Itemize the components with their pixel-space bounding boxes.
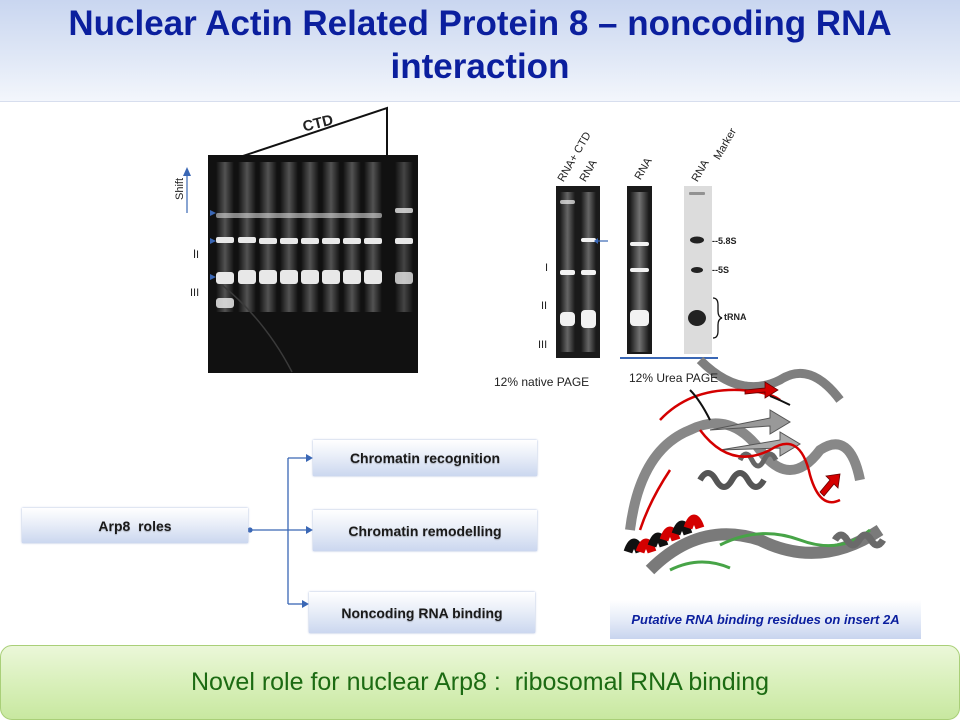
gel2-band-label-3: III	[538, 339, 548, 351]
gel1-image	[183, 106, 418, 373]
diagram-child-box-1: Chromatin recognition	[313, 440, 537, 476]
connector-dot	[247, 527, 253, 533]
marker-label-5s: --5S	[712, 265, 730, 275]
diagram-child-label-3: Noncoding RNA binding	[341, 604, 503, 621]
gel1-band-label-3: III	[190, 287, 200, 299]
diagram-child-label-2: Chromatin remodelling	[348, 522, 502, 539]
diagram-root-label: Arp8 roles	[98, 517, 172, 534]
gel2-band-label-2: II	[541, 300, 548, 312]
figure-canvas	[183, 106, 887, 608]
gel1-bands	[216, 208, 413, 308]
arrowhead-icon	[306, 526, 313, 534]
urea-page-caption: 12% Urea PAGE	[629, 371, 719, 385]
structure-caption: Putative RNA binding residues on insert …	[610, 600, 921, 639]
gel2-band-label-1: I	[545, 262, 549, 274]
diagram-child-box-2: Chromatin remodelling	[313, 510, 537, 551]
gel1-band-label-1: I	[193, 248, 197, 260]
protein-structure-image	[623, 356, 887, 575]
gel2-native-image	[556, 186, 608, 358]
diagram-connectors	[248, 457, 308, 605]
arrowhead-icon	[306, 454, 313, 462]
title-band: Nuclear Actin Related Protein 8 – noncod…	[0, 0, 960, 102]
diagram-child-label-1: Chromatin recognition	[349, 450, 501, 466]
shift-label: Shift	[174, 177, 186, 200]
marker-label-5-8s: --5.8S	[712, 236, 737, 246]
arrowhead-icon	[302, 600, 309, 608]
conclusion-band: Novel role for nuclear Arp8 : ribosomal …	[0, 645, 960, 720]
native-page-caption: 12% native PAGE	[494, 375, 590, 389]
structure-caption-text: Putative RNA binding residues on insert …	[631, 611, 900, 627]
conclusion-text: Novel role for nuclear Arp8 : ribosomal …	[190, 668, 770, 696]
diagram-child-box-3: Noncoding RNA binding	[309, 592, 535, 633]
gel2-urea-image	[620, 186, 723, 359]
gel1-markers	[183, 167, 216, 280]
gel1-band-label-2: II	[193, 249, 200, 261]
diagram-root-box: Arp8 roles	[22, 508, 248, 543]
marker-label-trna: tRNA	[724, 312, 747, 322]
slide-title: Nuclear Actin Related Protein 8 – noncod…	[68, 4, 892, 86]
